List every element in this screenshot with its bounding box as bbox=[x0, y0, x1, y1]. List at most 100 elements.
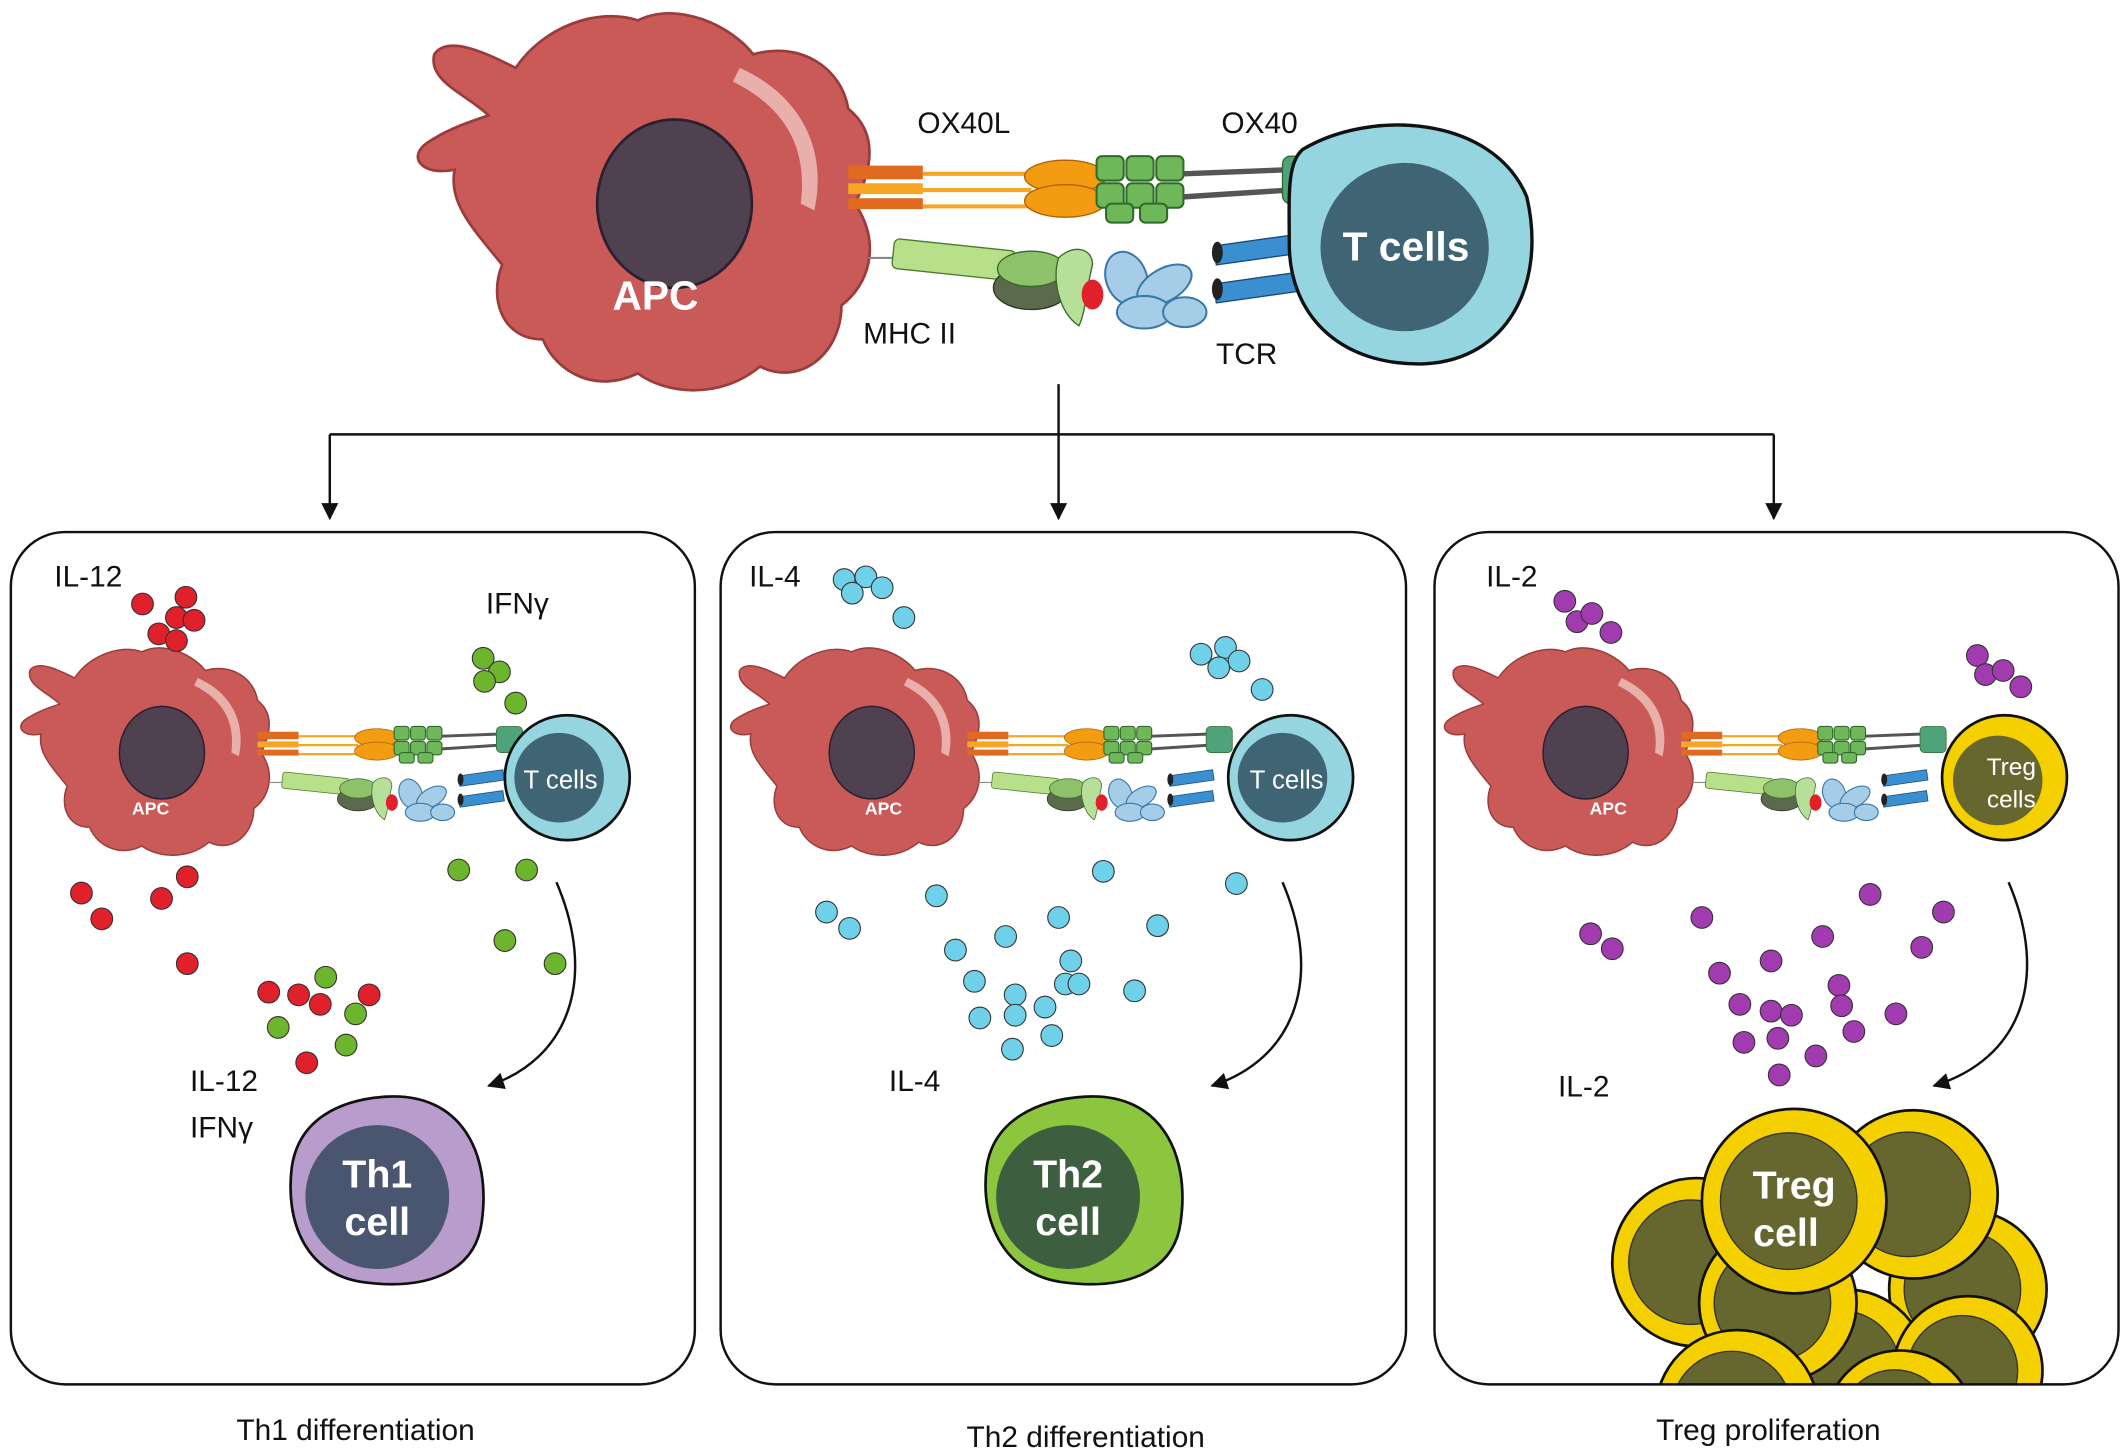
il4-particle bbox=[944, 938, 967, 962]
mini-interaction bbox=[1443, 646, 1948, 857]
il4-particle bbox=[840, 581, 864, 605]
il2-particle bbox=[1910, 935, 1934, 959]
treg-result-cell-label: cell bbox=[1753, 1211, 1819, 1255]
ifng-label: IFNγ bbox=[190, 1111, 253, 1144]
th1-cell-label: cell bbox=[344, 1200, 410, 1244]
il12-particle bbox=[257, 980, 281, 1004]
il12-particle bbox=[70, 881, 93, 905]
il12-particle bbox=[165, 629, 188, 653]
treg-nucleus bbox=[1719, 1132, 1858, 1271]
il2-particle bbox=[1932, 900, 1955, 924]
apc-label: APC bbox=[613, 273, 699, 319]
il12-particle bbox=[150, 887, 173, 910]
il2-particle bbox=[1830, 994, 1854, 1018]
ox40l-label: OX40L bbox=[917, 107, 1010, 140]
treg-cells-label: cells bbox=[1987, 787, 2036, 814]
il2-particle bbox=[1965, 644, 1989, 667]
il2-particle bbox=[2009, 675, 2033, 699]
il12-particle bbox=[175, 952, 199, 976]
ifng-particle bbox=[543, 952, 567, 976]
il2-particle bbox=[1842, 1020, 1866, 1043]
ifng-particle bbox=[504, 691, 528, 715]
ifng-particle bbox=[471, 646, 495, 670]
il4-particle bbox=[1040, 1024, 1064, 1047]
panel-th2: APC T cells IL-4 IL-4 Th2 cell Th2 diffe… bbox=[719, 530, 1408, 1454]
il4-particle bbox=[1047, 906, 1070, 929]
il12-particle bbox=[182, 608, 206, 632]
il2-particle bbox=[1991, 659, 2015, 682]
ifng-particle bbox=[334, 1033, 358, 1057]
il4-particle bbox=[1250, 678, 1274, 701]
caption-th2: Th2 differentiation bbox=[967, 1421, 1205, 1454]
il12-particle bbox=[295, 1051, 319, 1075]
il4-particle bbox=[1003, 1003, 1027, 1027]
apc-label: APC bbox=[1590, 798, 1627, 818]
il4-particle bbox=[1003, 983, 1027, 1007]
t-cell-label: T cells bbox=[524, 767, 598, 795]
mhc-ii-label: MHC II bbox=[863, 317, 956, 350]
il4-particle bbox=[925, 884, 948, 908]
il12-label: IL-12 bbox=[54, 560, 122, 593]
il4-particle bbox=[1033, 995, 1057, 1019]
il4-particle bbox=[815, 900, 838, 924]
ifng-particle bbox=[515, 858, 538, 882]
apc-label: APC bbox=[865, 798, 902, 818]
il2-particle bbox=[1708, 961, 1731, 985]
top-interaction: APC T cells OX40L OX40 MHC II TCR bbox=[418, 13, 1534, 390]
ifng-particle bbox=[266, 1016, 290, 1039]
il4-particle bbox=[994, 925, 1018, 948]
cytokine-particles bbox=[70, 565, 2033, 1087]
il2-particle bbox=[1811, 925, 1835, 948]
t-cell-label: T cells bbox=[1250, 767, 1324, 795]
il4-particle bbox=[1214, 636, 1237, 659]
il2-particle bbox=[1732, 1030, 1756, 1054]
mini-interaction bbox=[729, 646, 1234, 857]
il12-particle bbox=[357, 983, 381, 1007]
il12-particle bbox=[308, 992, 332, 1016]
il2-particle bbox=[1759, 999, 1783, 1023]
th2-label: Th2 bbox=[1033, 1153, 1103, 1197]
t-cell-nucleus bbox=[1237, 732, 1328, 823]
il4-particle bbox=[1067, 972, 1091, 996]
il2-particle bbox=[1884, 1002, 1908, 1026]
differentiation-arrow bbox=[486, 881, 577, 1090]
ifng-particle bbox=[447, 858, 471, 882]
il4-particle bbox=[1146, 914, 1170, 938]
il4-particle bbox=[1227, 649, 1251, 673]
ox40-label: OX40 bbox=[1221, 107, 1297, 140]
il4-particle bbox=[968, 1006, 992, 1030]
caption-treg: Treg proliferation bbox=[1656, 1414, 1880, 1447]
tcr-label: TCR bbox=[1216, 338, 1277, 371]
il2-particle bbox=[1580, 602, 1604, 625]
il4-particle bbox=[838, 916, 861, 940]
ifng-particle bbox=[493, 929, 517, 952]
il4-particle bbox=[1224, 872, 1248, 895]
treg-nucleus bbox=[1670, 1350, 1793, 1385]
treg-cell bbox=[1824, 1349, 1976, 1385]
panel-treg: APC Treg cells IL-2 IL-2 Treg cell Treg … bbox=[1433, 530, 2120, 1447]
differentiation-arrow bbox=[1210, 881, 1303, 1090]
il2-particle bbox=[1579, 922, 1602, 946]
branch-arrows bbox=[321, 384, 1783, 521]
il2-label: IL-2 bbox=[1486, 560, 1537, 593]
il12-particle bbox=[287, 983, 310, 1007]
ifng-label: IFNγ bbox=[486, 588, 549, 621]
il4-particle bbox=[1189, 642, 1213, 666]
th2-cell-label: cell bbox=[1035, 1200, 1101, 1244]
il12-particle bbox=[90, 907, 114, 931]
il4-particle bbox=[1001, 1037, 1024, 1061]
treg-result-label: Treg bbox=[1753, 1163, 1836, 1207]
il2-label: IL-2 bbox=[1558, 1071, 1609, 1104]
ifng-particle bbox=[344, 1002, 367, 1026]
mini-interaction bbox=[19, 646, 524, 857]
caption-th1: Th1 differentiation bbox=[236, 1414, 474, 1447]
il4-particle bbox=[870, 576, 894, 600]
il2-particle bbox=[1759, 949, 1783, 973]
treg-nucleus bbox=[1952, 735, 2043, 826]
t-cell-nucleus bbox=[514, 732, 604, 823]
apc-label: APC bbox=[132, 798, 169, 818]
il2-particle bbox=[1827, 973, 1851, 997]
il4-particle bbox=[854, 565, 878, 589]
il12-particle bbox=[174, 585, 198, 609]
